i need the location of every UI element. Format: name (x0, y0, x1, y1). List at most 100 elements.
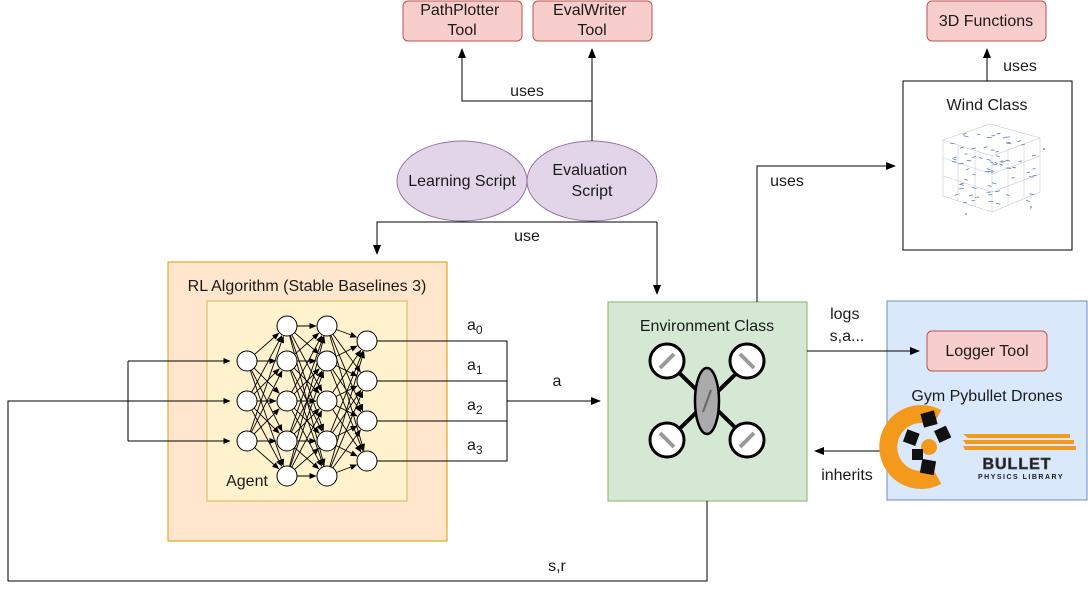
wind-vector (963, 135, 969, 138)
gym-pybullet-label: Gym Pybullet Drones (911, 388, 1062, 405)
nn-neuron (276, 350, 298, 372)
wind-vector (954, 193, 959, 196)
bullet-logo-word: BULLET (982, 456, 1051, 473)
inherits-label: inherits (821, 467, 873, 484)
wind-vector (992, 163, 998, 166)
quadcopter-icon (648, 342, 766, 459)
logs-line2: s,a... (830, 328, 865, 345)
nn-connection (329, 351, 365, 467)
nn-connection (251, 370, 283, 433)
uses-tools-connector (458, 48, 593, 141)
wind-vector (983, 146, 988, 149)
agent-input-bracket (127, 360, 230, 442)
nn-neuron (356, 330, 378, 352)
agent-label: Agent (226, 473, 268, 490)
wind-vector (1005, 194, 1010, 196)
nn-connection (251, 409, 283, 467)
nn-neuron (276, 315, 298, 337)
action-a2: a2 (467, 397, 483, 417)
nn-neuron (356, 410, 378, 432)
wind-vector (986, 168, 991, 170)
wind-vector (972, 155, 977, 158)
evalwriter-line2: Tool (577, 22, 606, 39)
nn-neuron (316, 315, 338, 337)
nn-connection (289, 335, 325, 432)
functions-3d-label: 3D Functions (939, 13, 1033, 30)
wind-vector (991, 171, 995, 173)
nn-connection (249, 335, 285, 432)
action-a3: a3 (467, 437, 483, 457)
svg-text:y: y (1030, 204, 1032, 209)
uses-tools-label: uses (510, 83, 544, 100)
wind-vector (994, 161, 998, 164)
use-scripts-label: use (514, 228, 540, 245)
nn-neuron (316, 350, 338, 372)
wind-vector (1006, 167, 1012, 169)
wind-vector (999, 161, 1004, 163)
nn-neuron (276, 465, 298, 487)
wind-class-label: Wind Class (947, 97, 1028, 114)
action-connector (377, 340, 600, 462)
wind-vector (986, 158, 991, 161)
nn-connection (294, 447, 320, 470)
wind-class-box (902, 80, 1073, 251)
nn-connection (291, 410, 323, 468)
wind-vector (962, 201, 967, 204)
nn-connection (289, 370, 325, 467)
nn-connection (253, 408, 280, 435)
wind-vector (959, 183, 965, 186)
wind-vector (1018, 160, 1022, 163)
svg-text:x: x (965, 211, 967, 216)
rotor-top-left (648, 342, 686, 380)
nn-connection (332, 429, 361, 469)
wind-vector (991, 182, 997, 185)
action-a0: a0 (467, 317, 483, 337)
wind-vector (988, 170, 994, 173)
wind-vector (971, 186, 977, 189)
logger-tool-label: Logger Tool (945, 343, 1028, 360)
nn-neuron (316, 430, 338, 452)
wind-vector (958, 188, 964, 190)
pathplotter-tool-label: PathPlotter Tool (420, 2, 504, 39)
uses-wind-connector (756, 162, 896, 302)
logs-label: logs s,a... (830, 306, 865, 345)
action-labels: a0 a1 a2 a3 (467, 317, 483, 457)
uses-wind-label: uses (770, 173, 804, 190)
wind-vector (1026, 171, 1030, 174)
wind-vector (977, 133, 981, 136)
wind-vector (950, 142, 955, 145)
rotor-bottom-left (648, 421, 686, 459)
nn-connection (330, 350, 364, 432)
state-reward-connector (7, 398, 708, 582)
action-a1: a1 (467, 357, 483, 377)
wind-vector (964, 178, 968, 181)
nn-connection (291, 335, 323, 393)
rl-algorithm-label: RL Algorithm (Stable Baselines 3) (188, 278, 427, 295)
nn-neuron (276, 390, 298, 412)
nn-connection (249, 370, 285, 467)
wind-vector (1005, 141, 1011, 144)
nn-neuron (316, 465, 338, 487)
nn-connection (293, 367, 320, 394)
evalwriter-tool-box (532, 0, 653, 42)
wind-vector (952, 158, 957, 161)
wind-vector (984, 170, 990, 173)
nn-connection (332, 389, 362, 433)
wind-vector (989, 161, 994, 164)
wind-vector (953, 156, 958, 159)
wind-vector (995, 202, 1001, 205)
nn-connection (253, 368, 280, 395)
pathplotter-line1: PathPlotter (420, 2, 500, 19)
functions-3d-box (926, 0, 1047, 42)
use-scripts-connector (373, 221, 657, 255)
nn-connection (254, 332, 280, 355)
evalwriter-line1: EvalWriter (553, 2, 627, 19)
logger-tool-box (926, 330, 1048, 372)
nn-neuron (356, 370, 378, 392)
evaluation-script-label: Evaluation Script (552, 162, 631, 200)
evaluation-script-ellipse (526, 140, 658, 222)
pathplotter-line2: Tool (447, 22, 476, 39)
rotor-top-right (728, 342, 766, 380)
wind-vector (1017, 139, 1022, 143)
